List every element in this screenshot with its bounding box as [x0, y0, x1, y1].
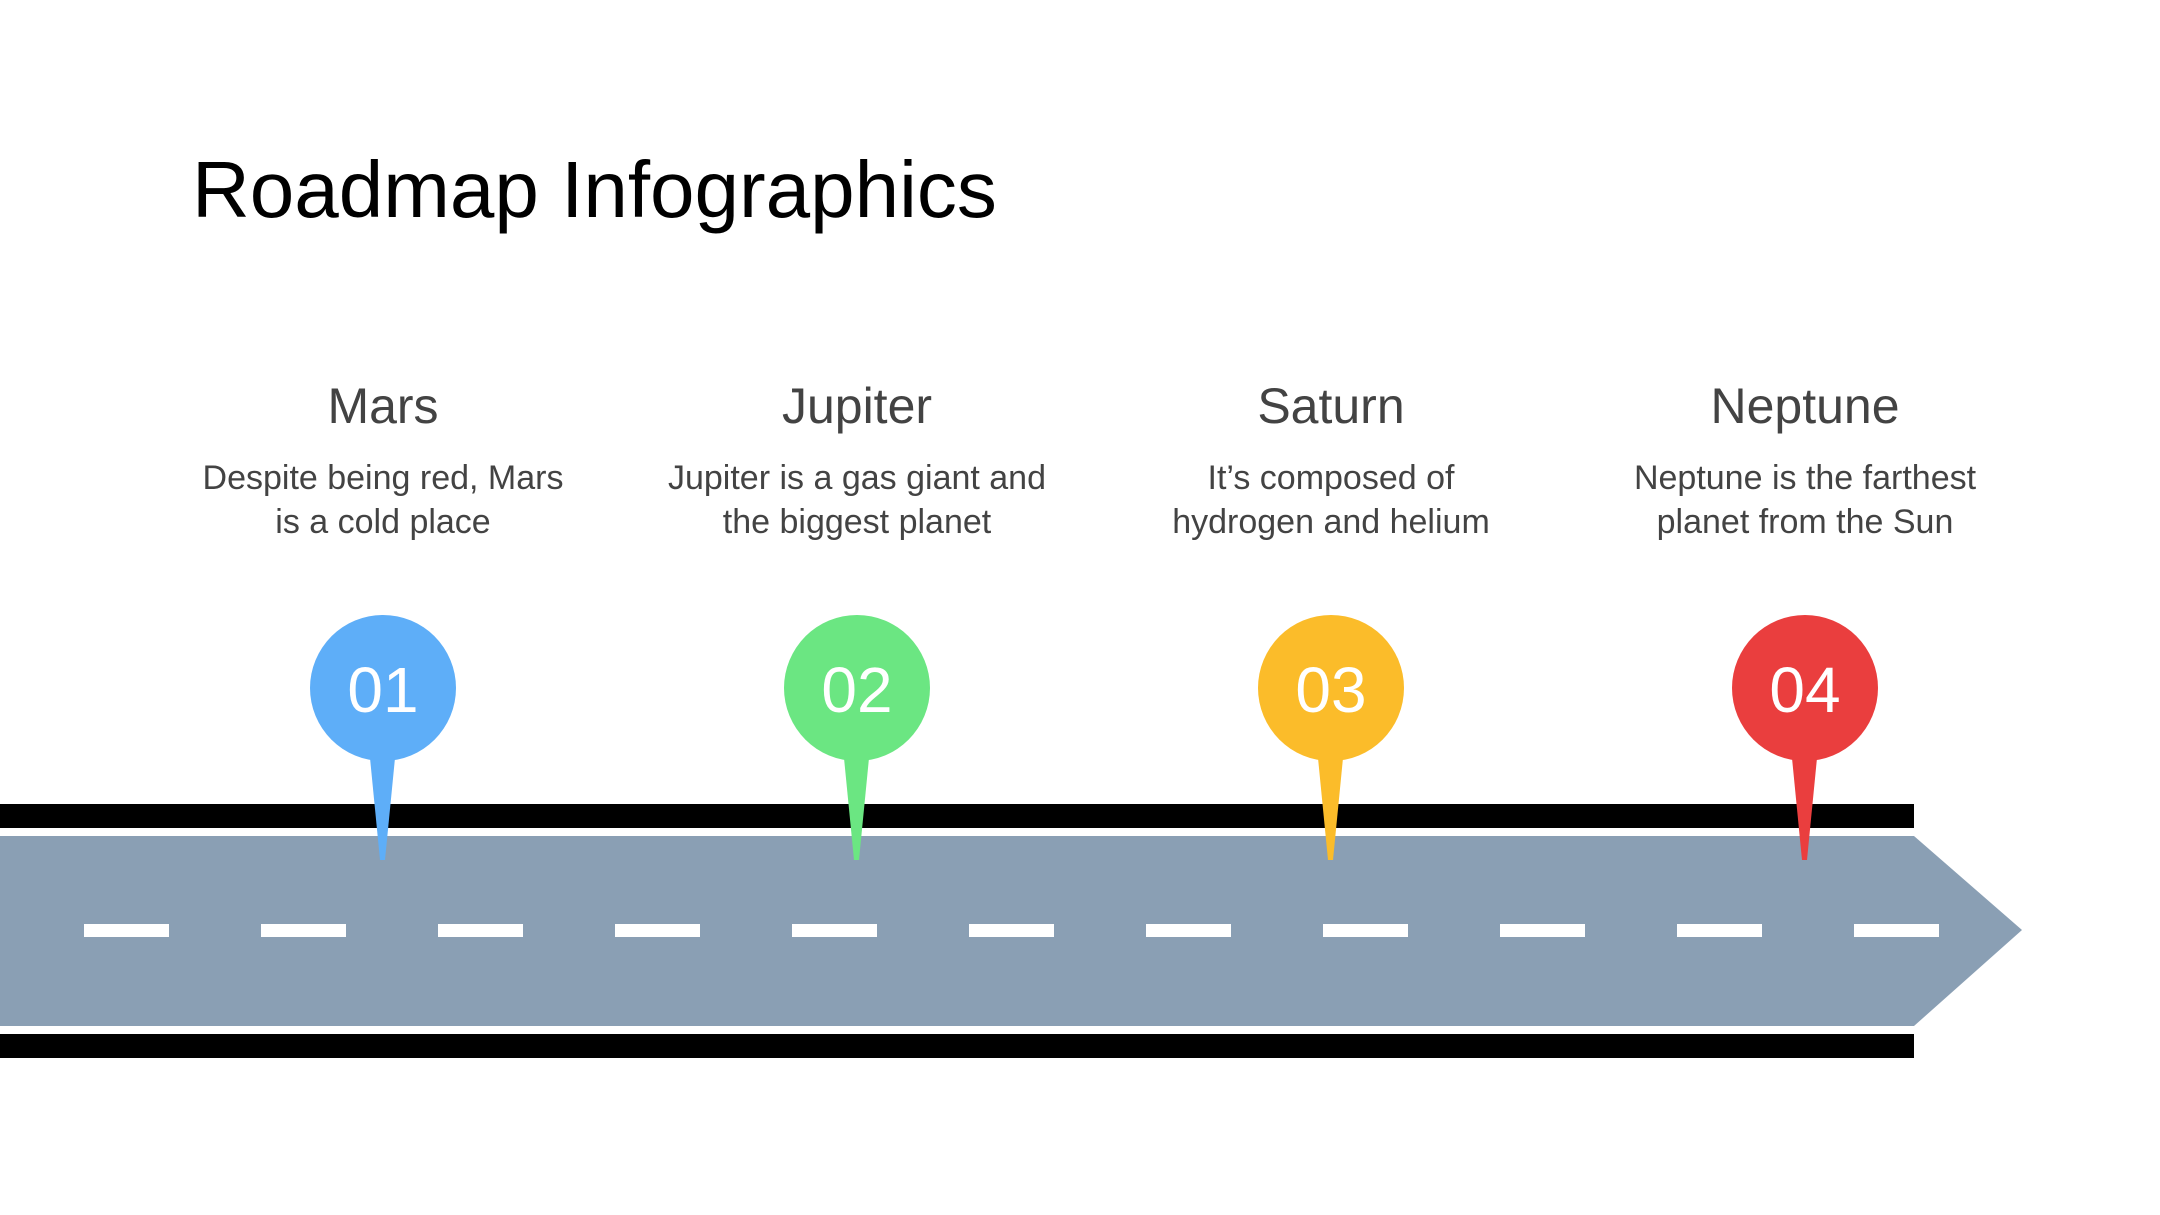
lane-dash	[1323, 924, 1408, 937]
lane-dash	[1677, 924, 1762, 937]
milestone-3-pin-head	[1258, 615, 1404, 761]
lane-markings	[84, 924, 1939, 937]
road-bottom-edge	[0, 1034, 1914, 1058]
milestone-2-pin-head	[784, 615, 930, 761]
milestone-3-description-line-1: It’s composed of	[1207, 459, 1455, 497]
lane-dash	[1500, 924, 1585, 937]
lane-dash	[969, 924, 1054, 937]
milestone-2-pin: 02	[784, 615, 930, 860]
milestone-2-description-line-1: Jupiter is a gas giant and	[667, 459, 1047, 497]
milestone-3-pin: 03	[1258, 615, 1404, 860]
milestone-1-description: Despite being red, Mars is a cold place	[153, 456, 613, 544]
lane-dash	[438, 924, 523, 937]
milestone-2-description: Jupiter is a gas giant and the biggest p…	[627, 456, 1087, 544]
milestone-3-number: 03	[1295, 654, 1366, 726]
milestone-1-pin-tail	[370, 758, 395, 860]
milestone-1-text: Mars Despite being red, Mars is a cold p…	[153, 370, 613, 544]
milestone-2-description-line-2: the biggest planet	[722, 503, 992, 541]
lane-dash	[615, 924, 700, 937]
lane-dash	[1146, 924, 1231, 937]
milestone-1-pin: 01	[310, 615, 456, 860]
milestone-3-pin-tail	[1318, 758, 1343, 860]
lane-dash	[792, 924, 877, 937]
milestone-3-description-line-2: hydrogen and helium	[1172, 503, 1490, 541]
milestone-4-description-line-1: Neptune is the farthest	[1633, 459, 1977, 497]
milestone-4-description: Neptune is the farthest planet from the …	[1575, 456, 2035, 544]
lane-dash	[261, 924, 346, 937]
milestone-1-number: 01	[347, 654, 418, 726]
road-top-edge	[0, 804, 1914, 828]
milestone-4-description-line-2: planet from the Sun	[1656, 503, 1954, 541]
milestone-4-pin-head	[1732, 615, 1878, 761]
milestone-4-number: 04	[1769, 654, 1840, 726]
milestone-3-text: Saturn It’s composed of hydrogen and hel…	[1101, 370, 1561, 544]
milestone-2-text: Jupiter Jupiter is a gas giant and the b…	[627, 370, 1087, 544]
milestone-3-description: It’s composed of hydrogen and helium	[1101, 456, 1561, 544]
milestone-2-number: 02	[821, 654, 892, 726]
milestone-1-description-line-1: Despite being red, Mars	[202, 459, 564, 497]
page-title: Roadmap Infographics	[192, 145, 997, 234]
milestone-4-name: Neptune	[1710, 378, 1900, 434]
milestone-4-text: Neptune Neptune is the farthest planet f…	[1575, 370, 2035, 544]
milestone-1-description-line-2: is a cold place	[275, 503, 491, 541]
milestone-2-name: Jupiter	[781, 378, 933, 434]
milestone-4-pin: 04	[1732, 615, 1878, 860]
lane-dash	[84, 924, 169, 937]
milestone-3-name: Saturn	[1257, 378, 1405, 434]
milestone-4-pin-tail	[1792, 758, 1817, 860]
milestone-1-name: Mars	[327, 378, 439, 434]
milestone-2-pin-tail	[844, 758, 869, 860]
lane-dash	[1854, 924, 1939, 937]
milestone-1-pin-head	[310, 615, 456, 761]
